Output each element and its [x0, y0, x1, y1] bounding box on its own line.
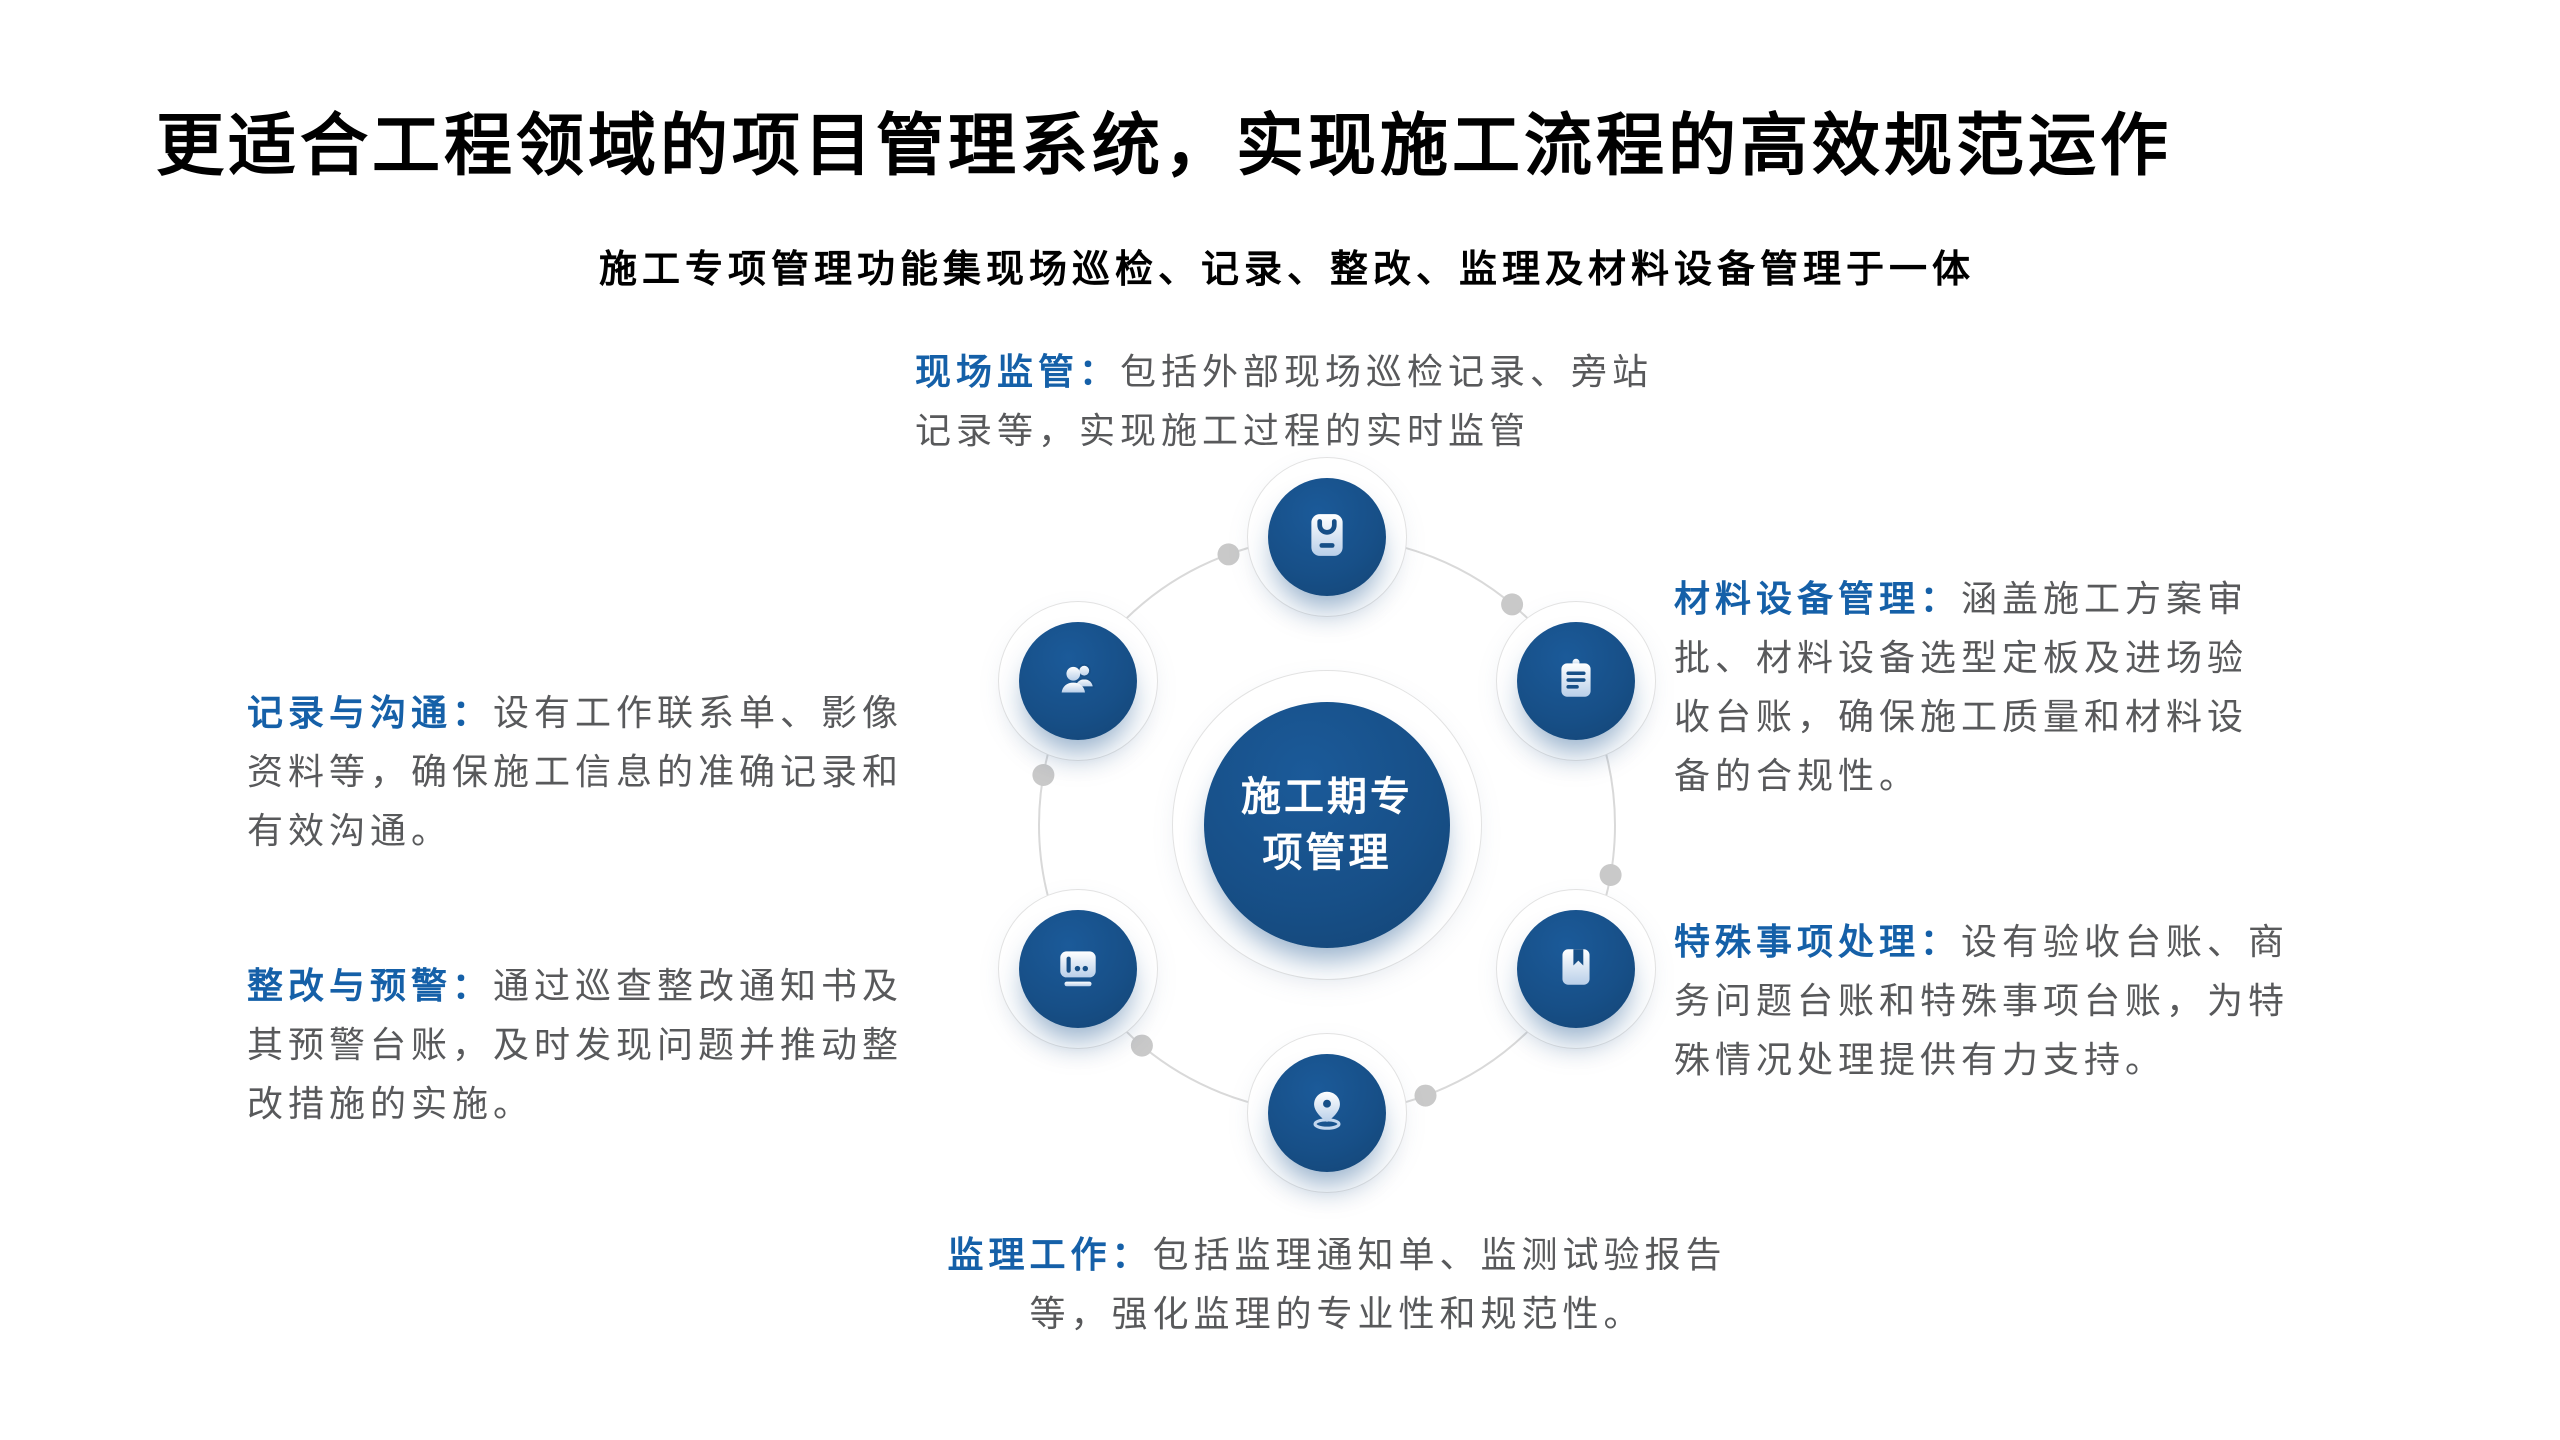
- block-label: 记录与沟通：: [247, 692, 494, 733]
- block-line: 涵盖施工方案审: [1961, 578, 2249, 619]
- dashboard-chart-icon: [1053, 942, 1103, 997]
- badge-record-icon: [1302, 510, 1352, 565]
- page-title: 更适合工程领域的项目管理系统，实现施工流程的高效规范运作: [156, 108, 2173, 184]
- text-block-supervision-work: 监理工作：包括监理通知单、监测试验报告 等，强化监理的专业性和规范性。: [931, 1225, 1743, 1343]
- text-block-rectification-warning: 整改与预警：通过巡查整改通知书及 其预警台账，及时发现问题并推动整 改措施的实施…: [247, 956, 947, 1133]
- block-line: 备的合规性。: [1674, 755, 1921, 796]
- hub-circle: 施工期专 项管理: [1204, 702, 1450, 948]
- block-line: 包括监理通知单、监测试验报告: [1152, 1234, 1727, 1275]
- users-icon: [1053, 654, 1103, 709]
- satellite-circle: [1019, 622, 1137, 740]
- text-block-records-communication: 记录与沟通：设有工作联系单、影像 资料等，确保施工信息的准确记录和 有效沟通。: [247, 683, 947, 860]
- block-line: 务问题台账和特殊事项台账，为特: [1674, 980, 2290, 1021]
- block-line: 包括外部现场巡检记录、旁站: [1120, 351, 1654, 392]
- satellite-circle: [1517, 910, 1635, 1028]
- satellite-special-matters: [1496, 889, 1656, 1049]
- block-line: 记录等，实现施工过程的实时监管: [915, 410, 1531, 451]
- block-line: 设有验收台账、商: [1961, 921, 2290, 962]
- satellite-site-supervision: [1247, 457, 1407, 617]
- text-block-special-matters: 特殊事项处理：设有验收台账、商 务问题台账和特殊事项台账，为特 殊情况处理提供有…: [1674, 912, 2334, 1089]
- clipboard-icon: [1551, 654, 1601, 709]
- block-line: 改措施的实施。: [247, 1083, 535, 1124]
- block-line: 设有工作联系单、影像: [493, 692, 904, 733]
- block-label: 监理工作：: [947, 1234, 1153, 1275]
- block-line: 殊情况处理提供有力支持。: [1674, 1039, 2167, 1080]
- satellite-circle: [1268, 478, 1386, 596]
- satellite-circle: [1517, 622, 1635, 740]
- orbit-dots: [1032, 543, 1622, 1107]
- hub-label: 施工期专 项管理: [1241, 775, 1413, 875]
- page-subtitle: 施工专项管理功能集现场巡检、记录、整改、监理及材料设备管理于一体: [599, 249, 1976, 291]
- block-line: 其预警台账，及时发现问题并推动整: [247, 1024, 904, 1065]
- satellite-materials-equipment: [1496, 601, 1656, 761]
- text-block-materials-equipment: 材料设备管理：涵盖施工方案审 批、材料设备选型定板及进场验 收台账，确保施工质量…: [1674, 569, 2314, 805]
- satellite-circle: [1019, 910, 1137, 1028]
- satellite-circle: [1268, 1054, 1386, 1172]
- location-pin-icon: [1302, 1086, 1352, 1141]
- block-line: 有效沟通。: [247, 810, 453, 851]
- satellite-records-communication: [998, 601, 1158, 761]
- satellite-supervision-work: [1247, 1033, 1407, 1193]
- block-line: 等，强化监理的专业性和规范性。: [1029, 1293, 1645, 1334]
- bookmark-book-icon: [1551, 942, 1601, 997]
- text-block-site-supervision: 现场监管：包括外部现场巡检记录、旁站 记录等，实现施工过程的实时监管: [915, 342, 1695, 460]
- block-label: 材料设备管理：: [1674, 578, 1962, 619]
- block-label: 整改与预警：: [247, 965, 494, 1006]
- satellite-rectification-warning: [998, 889, 1158, 1049]
- block-line: 资料等，确保施工信息的准确记录和: [247, 751, 904, 792]
- block-line: 通过巡查整改通知书及: [493, 965, 904, 1006]
- block-label: 现场监管：: [915, 351, 1121, 392]
- block-line: 批、材料设备选型定板及进场验: [1674, 637, 2249, 678]
- block-label: 特殊事项处理：: [1674, 921, 1962, 962]
- block-line: 收台账，确保施工质量和材料设: [1674, 696, 2249, 737]
